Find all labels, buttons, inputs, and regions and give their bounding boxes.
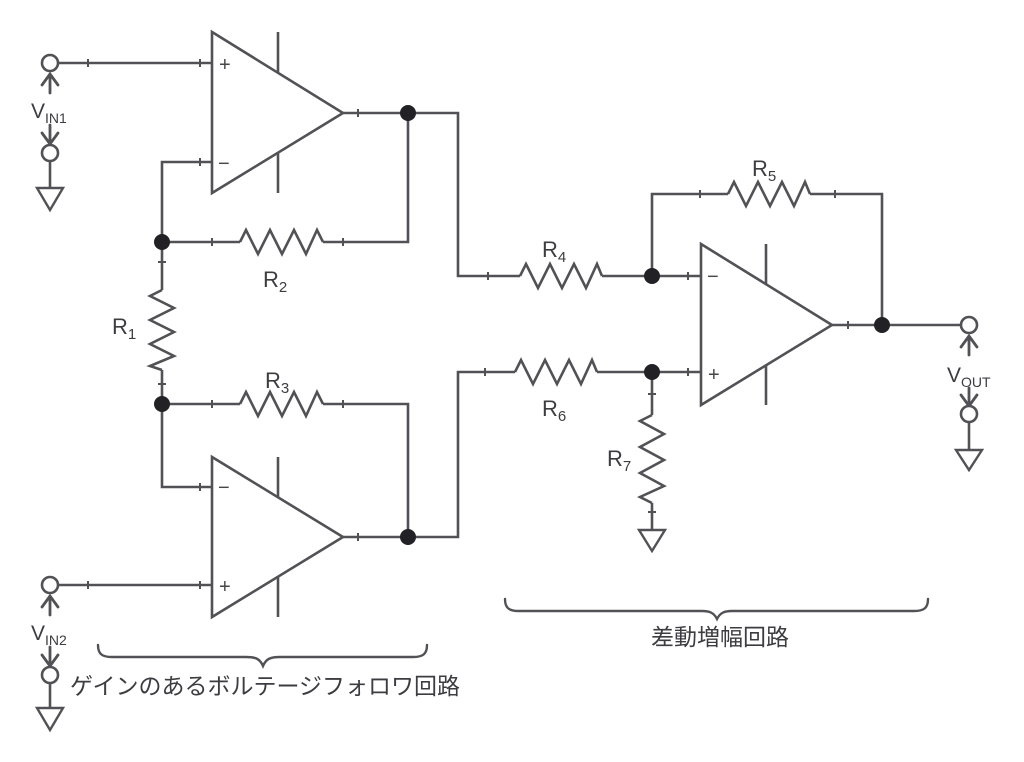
wire-r3-to-opamp2-out [323, 402, 410, 537]
terminal-label: VIN2 [31, 622, 67, 648]
opamp-differential: − + [699, 241, 835, 408]
resistor-zigzag [238, 226, 325, 258]
arrow-up-icon [40, 71, 60, 95]
resistor-r3: R3 [238, 368, 325, 420]
junction-dot [644, 364, 660, 380]
terminal-circle [40, 665, 60, 685]
caption-voltage-follower: ゲインのあるボルテージフォロワ回路 [70, 673, 460, 699]
caption-differential-amplifier: 差動増幅回路 [651, 624, 789, 650]
ground-icon [953, 448, 985, 473]
junction-dot [400, 529, 416, 545]
terminal-circle [40, 575, 60, 595]
wire-r5-to-output-node [810, 192, 884, 325]
junction-dots [154, 105, 890, 545]
resistor-zigzag [518, 260, 604, 292]
arrow-up-icon [959, 333, 979, 357]
connection-ticks [87, 59, 849, 589]
resistor-label: R1 [112, 314, 136, 343]
ground-icon [34, 706, 66, 733]
junction-dot [154, 234, 170, 250]
resistor-zigzag [238, 388, 325, 420]
caption-voltage-follower-group: ゲインのあるボルテージフォロワ回路 [70, 643, 460, 699]
wire-r2-to-opamp1-out [323, 113, 410, 244]
resistor-label: R3 [265, 368, 289, 397]
resistor-r7: R7 [607, 413, 668, 554]
resistor-zigzag [726, 178, 812, 210]
resistor-r5: R5 [726, 156, 812, 210]
resistor-zigzag [513, 356, 599, 388]
resistor-r6: R6 [513, 356, 599, 425]
resistor-label: R5 [752, 156, 776, 185]
junction-dot [154, 396, 170, 412]
brace-left [96, 643, 429, 670]
resistor-label: R2 [263, 267, 287, 296]
terminal-circle [959, 315, 979, 335]
terminal-label: VOUT [947, 364, 991, 390]
terminal-circle [40, 143, 60, 163]
arrow-down-icon [40, 123, 60, 147]
terminal-circle [40, 53, 60, 73]
wire-opamp2-inv-to-node-b [160, 404, 212, 489]
wire-opamp1-out-to-r4 [343, 111, 520, 278]
arrow-down-icon [40, 645, 60, 669]
resistor-label: R4 [542, 237, 566, 266]
resistor-r2: R2 [238, 226, 325, 296]
ground-icon [636, 528, 668, 554]
resistor-zigzag [636, 413, 667, 505]
opamp-buffer-1: + − [210, 29, 346, 196]
arrow-down-icon [959, 386, 979, 409]
resistor-r1: R1 [112, 288, 178, 372]
resistor-zigzag [146, 288, 178, 372]
caption-differential-amplifier-group: 差動増幅回路 [503, 597, 930, 650]
terminal-label: VIN1 [31, 100, 67, 126]
plus-input-symbol: + [708, 364, 720, 386]
resistor-label: R7 [607, 446, 631, 475]
terminal-vin1: VIN1 [31, 53, 67, 213]
wire-opamp2-out-to-r6 [343, 370, 515, 539]
terminal-vin2: VIN2 [31, 575, 67, 733]
wire-node-c-to-r5 [650, 192, 728, 276]
wire-opamp1-inv-to-node-a [160, 160, 212, 242]
wires [58, 61, 961, 587]
resistor-label: R6 [542, 396, 566, 425]
minus-input-symbol: − [218, 477, 230, 499]
resistor-r4: R4 [518, 237, 604, 292]
junction-dot [874, 317, 890, 333]
minus-input-symbol: − [707, 266, 719, 288]
arrow-up-icon [40, 593, 60, 617]
terminal-circle [959, 404, 979, 424]
opamp-buffer-2: − + [210, 454, 346, 620]
junction-dot [644, 268, 660, 284]
ground-icon [34, 186, 66, 213]
plus-input-symbol: + [219, 54, 231, 76]
minus-input-symbol: − [218, 153, 230, 175]
junction-dot [400, 105, 416, 121]
terminal-vout: VOUT [947, 315, 991, 473]
brace-right [503, 597, 930, 622]
plus-input-symbol: + [219, 576, 231, 598]
